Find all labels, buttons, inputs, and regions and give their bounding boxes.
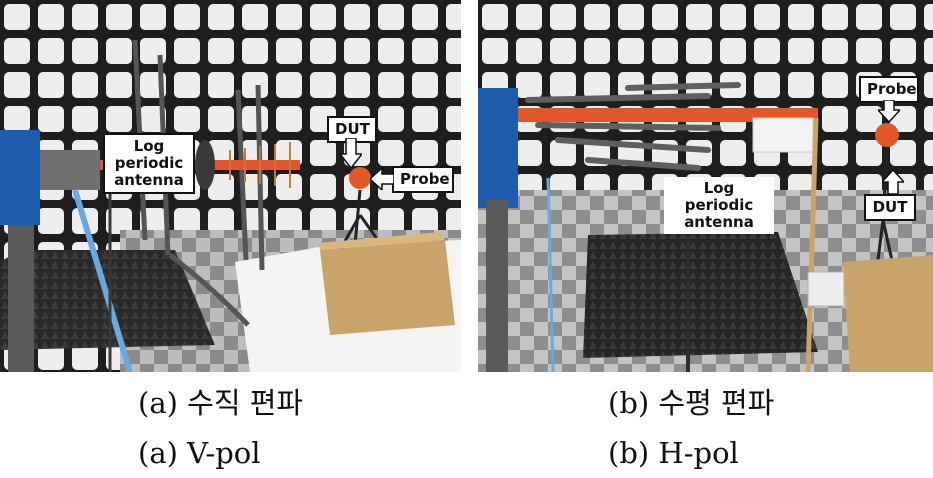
wood-box [320,240,455,335]
caption-a-english: (a) V-pol [138,436,261,470]
callout-probe: Probe [392,166,454,193]
caption-b-english: (b) H-pol [608,436,739,470]
arrow-down-icon [340,138,362,168]
rf-cable [72,189,133,372]
antenna-feed-block [752,117,814,153]
callout-log-periodic-antenna: Log periodic antenna [664,177,774,234]
antenna-elements [525,82,741,171]
callout-dut: DUT [864,194,916,221]
chamber-scene-b [478,0,933,372]
callout-dut: DUT [327,116,377,143]
caption-b-korean: (b) 수평 편파 [608,386,775,420]
positioner [40,150,100,190]
antenna-mount [0,130,40,225]
floor-absorber-cones [583,232,818,358]
antenna-elements [229,142,291,188]
dut-sphere [349,167,371,189]
dut-sphere [875,123,899,147]
wood-box [843,255,933,372]
mount-pole [486,200,508,372]
callout-probe: Probe [859,76,919,103]
caption-a-korean: (a) 수직 편파 [138,386,304,420]
mount-pole [8,225,34,372]
arrow-down-icon [878,100,900,122]
arrow-left-icon [370,168,394,190]
antenna-ring [195,140,215,190]
antenna-mount [478,88,518,208]
chamber-scene-a [0,0,461,372]
photo-vertical-polarization: Log periodic antenna DUT Probe [0,0,461,372]
arrow-up-icon [882,170,904,194]
photo-horizontal-polarization: Log periodic antenna Probe DUT [478,0,933,372]
rf-cable [546,177,555,372]
log-periodic-boom [518,108,818,122]
wooden-mast [805,117,819,372]
callout-log-periodic-antenna: Log periodic antenna [103,133,195,194]
positioner-clamp [807,271,845,307]
